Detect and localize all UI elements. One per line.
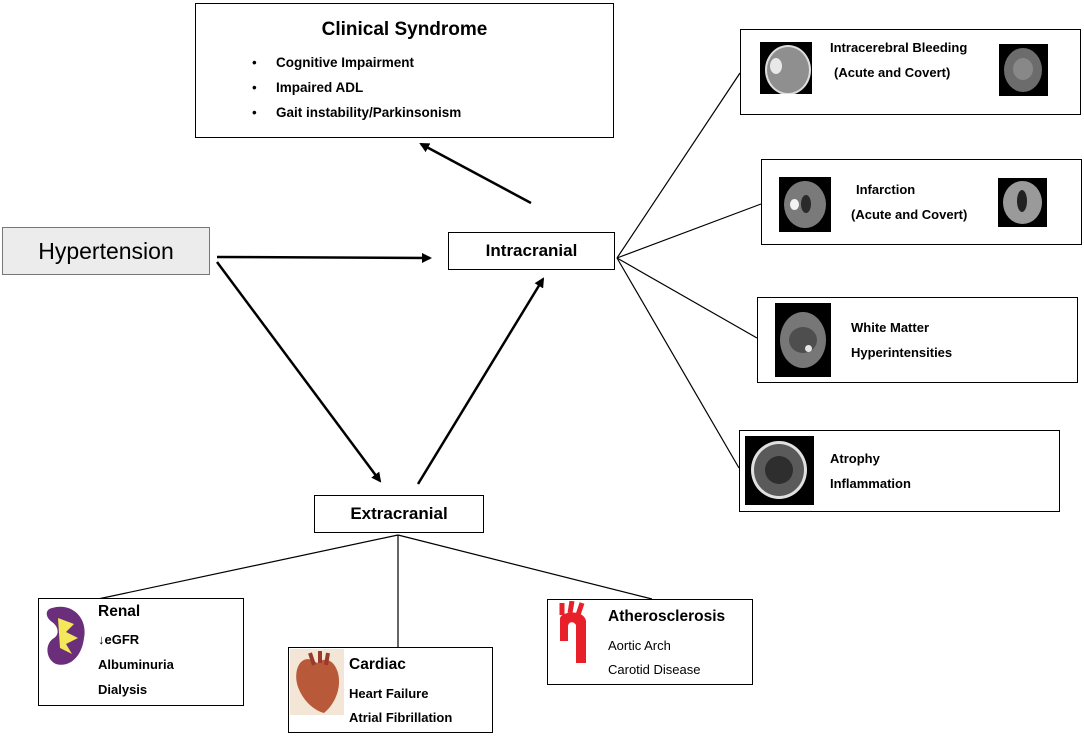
intracranial-label: Intracranial xyxy=(485,241,578,260)
line-to-athero xyxy=(397,534,653,600)
hypertension-label: Hypertension xyxy=(38,238,174,264)
infarction-sublabel: (Acute and Covert) xyxy=(851,207,968,222)
inflammation-label: Inflammation xyxy=(830,476,911,491)
infarction-box: Infarction (Acute and Covert) xyxy=(761,159,1082,245)
line-to-infarction xyxy=(616,203,762,259)
extracranial-label: Extracranial xyxy=(350,504,448,523)
renal-title: Renal xyxy=(98,603,141,620)
ct-atrophy-scan-icon xyxy=(745,436,814,505)
cardiac-title: Cardiac xyxy=(349,656,406,673)
list-item: Cognitive Impairment xyxy=(252,55,461,80)
intracerebral-bleeding-box: Intracerebral Bleeding (Acute and Covert… xyxy=(740,29,1081,115)
list-item: Impaired ADL xyxy=(252,80,461,105)
line-to-bleeding xyxy=(616,72,741,259)
clinical-syndrome-box: Clinical Syndrome Cognitive Impairment I… xyxy=(195,3,614,138)
infarction-label: Infarction xyxy=(856,182,916,197)
kidney-icon xyxy=(46,606,85,665)
arrow-hypertension-extracranial xyxy=(215,261,382,483)
hypertension-box: Hypertension xyxy=(2,227,210,275)
mri-bleeding-scan-icon xyxy=(999,44,1048,96)
arrow-extracranial-intracranial xyxy=(416,277,545,485)
bleeding-label: Intracerebral Bleeding xyxy=(830,40,968,55)
line-to-wmh xyxy=(616,257,758,339)
cardiac-box: Cardiac Heart Failure Atrial Fibrillatio… xyxy=(288,647,493,733)
line-to-renal xyxy=(97,534,399,600)
list-item: Gait instability/Parkinsonism xyxy=(252,105,461,130)
atrophy-label: Atrophy xyxy=(830,451,880,466)
renal-item: ↓eGFR xyxy=(98,632,140,647)
arrow-hypertension-intracranial xyxy=(216,252,432,263)
line-to-atrophy xyxy=(616,257,740,469)
atherosclerosis-title: Atherosclerosis xyxy=(608,608,726,625)
renal-item: Albuminuria xyxy=(98,657,174,672)
atrophy-box: Atrophy Inflammation xyxy=(739,430,1060,512)
intracranial-box: Intracranial xyxy=(448,232,615,270)
wmh-sublabel: Hyperintensities xyxy=(851,345,953,360)
renal-box: Renal ↓eGFR Albuminuria Dialysis xyxy=(38,598,244,706)
arrow-intracranial-clinical xyxy=(419,142,532,205)
cardiac-item: Heart Failure xyxy=(349,686,429,701)
clinical-syndrome-title: Clinical Syndrome xyxy=(321,19,488,40)
ct-hemorrhage-scan-icon xyxy=(760,42,812,94)
white-matter-box: White Matter Hyperintensities xyxy=(757,297,1078,383)
renal-item: Dialysis xyxy=(98,682,148,697)
aortic-arch-icon xyxy=(559,601,586,663)
cardiac-item: Atrial Fibrillation xyxy=(349,710,453,725)
extracranial-box: Extracranial xyxy=(314,495,484,533)
bleeding-sublabel: (Acute and Covert) xyxy=(834,65,951,80)
atherosclerosis-item: Aortic Arch xyxy=(608,638,671,653)
heart-icon xyxy=(290,649,344,715)
mri-infarct-scan-icon xyxy=(779,177,831,232)
flair-wmh-scan-icon xyxy=(775,303,831,377)
atherosclerosis-item: Carotid Disease xyxy=(608,662,701,677)
wmh-label: White Matter xyxy=(851,320,929,335)
clinical-syndrome-list: Cognitive Impairment Impaired ADL Gait i… xyxy=(252,55,461,130)
atherosclerosis-box: Atherosclerosis Aortic Arch Carotid Dise… xyxy=(547,599,753,685)
mri-axial-scan-icon xyxy=(998,178,1047,227)
